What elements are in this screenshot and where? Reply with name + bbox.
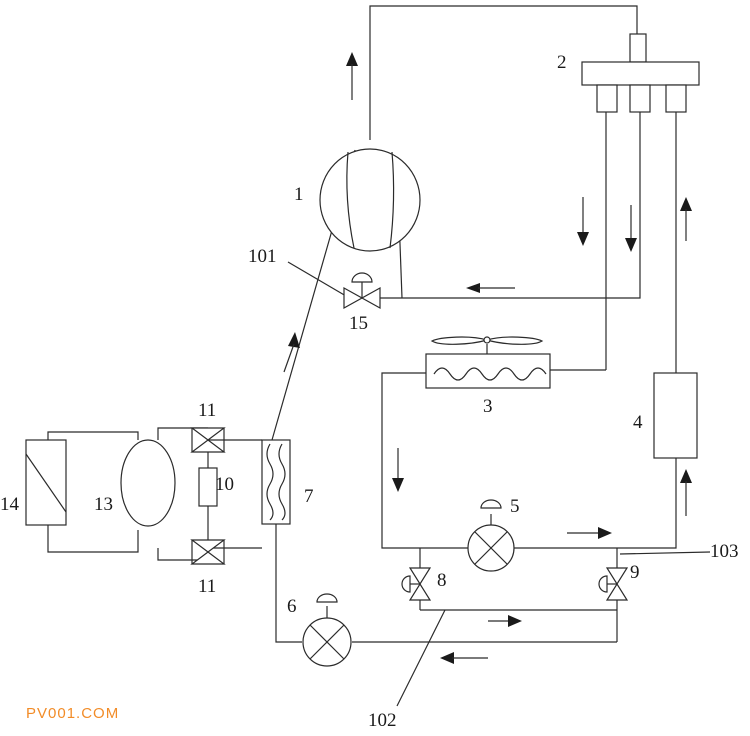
condenser — [425, 336, 551, 389]
component-14 — [25, 439, 67, 526]
arrow-up-101-icon — [283, 332, 300, 373]
leader-102 — [396, 609, 446, 707]
label-valve-15: 15 — [349, 313, 368, 334]
receiver-outlet-pipe — [617, 458, 677, 549]
compressor — [319, 148, 421, 252]
leader-101 — [287, 261, 347, 297]
expansion-valve-6 — [302, 593, 352, 667]
arrow-left-suction-icon — [466, 283, 515, 293]
label-heat-exchanger: 7 — [304, 486, 314, 507]
arrow-up-discharge-icon — [346, 52, 358, 100]
label-valve-11-bottom: 11 — [198, 576, 216, 597]
arrow-right-102-icon — [488, 615, 522, 627]
label-distributor: 2 — [557, 52, 567, 73]
valve-11-bottom — [190, 539, 226, 565]
label-port-103: 103 — [710, 541, 739, 562]
solenoid-valve-8 — [401, 567, 432, 601]
component-10 — [198, 467, 218, 507]
distributor-line-middle — [402, 112, 641, 299]
vessel-13 — [120, 439, 176, 527]
receiver — [653, 372, 698, 459]
label-component-14: 14 — [0, 494, 20, 515]
label-port-101: 101 — [248, 246, 277, 267]
label-port-102: 102 — [368, 710, 397, 731]
arrow-up-right-icon — [680, 197, 692, 241]
label-valve-11-top: 11 — [198, 400, 216, 421]
loop-bottom-left — [157, 548, 208, 561]
condenser-outlet-pipe — [381, 372, 617, 549]
valve6-inlet-pipe — [275, 524, 302, 643]
label-valve-9: 9 — [630, 562, 640, 583]
heat-exchanger — [261, 439, 291, 525]
valve-15 — [343, 272, 381, 310]
arrow-down-left-icon — [577, 197, 589, 246]
label-condenser: 3 — [483, 396, 493, 417]
expansion-valve-5 — [467, 499, 515, 572]
arrow-down-middle-icon — [625, 205, 637, 252]
leader-103 — [619, 551, 711, 555]
label-valve-8: 8 — [437, 570, 447, 591]
arrow-down-condenser-icon — [392, 448, 404, 492]
valve-11-top — [190, 427, 226, 453]
loop-13-14-top — [47, 431, 139, 440]
arrow-right-valve5-icon — [567, 527, 612, 539]
label-receiver: 4 — [633, 412, 643, 433]
distributor — [581, 33, 700, 113]
label-compressor: 1 — [294, 184, 304, 205]
label-vessel-13: 13 — [94, 494, 113, 515]
labels: 1 2 3 4 5 6 7 8 9 10 11 11 13 14 15 101 … — [0, 52, 739, 731]
flow-arrows — [283, 52, 692, 664]
discharge-pipe — [369, 5, 638, 140]
loop-13-14-bottom — [47, 525, 139, 553]
label-valve-6: 6 — [287, 596, 297, 617]
watermark: PV001.COM — [26, 705, 119, 722]
solenoid-valve-9 — [598, 567, 629, 601]
label-valve-5: 5 — [510, 496, 520, 517]
arrow-up-receiver-icon — [680, 469, 692, 516]
arrow-left-102-icon — [440, 652, 488, 664]
label-component-10: 10 — [215, 474, 234, 495]
